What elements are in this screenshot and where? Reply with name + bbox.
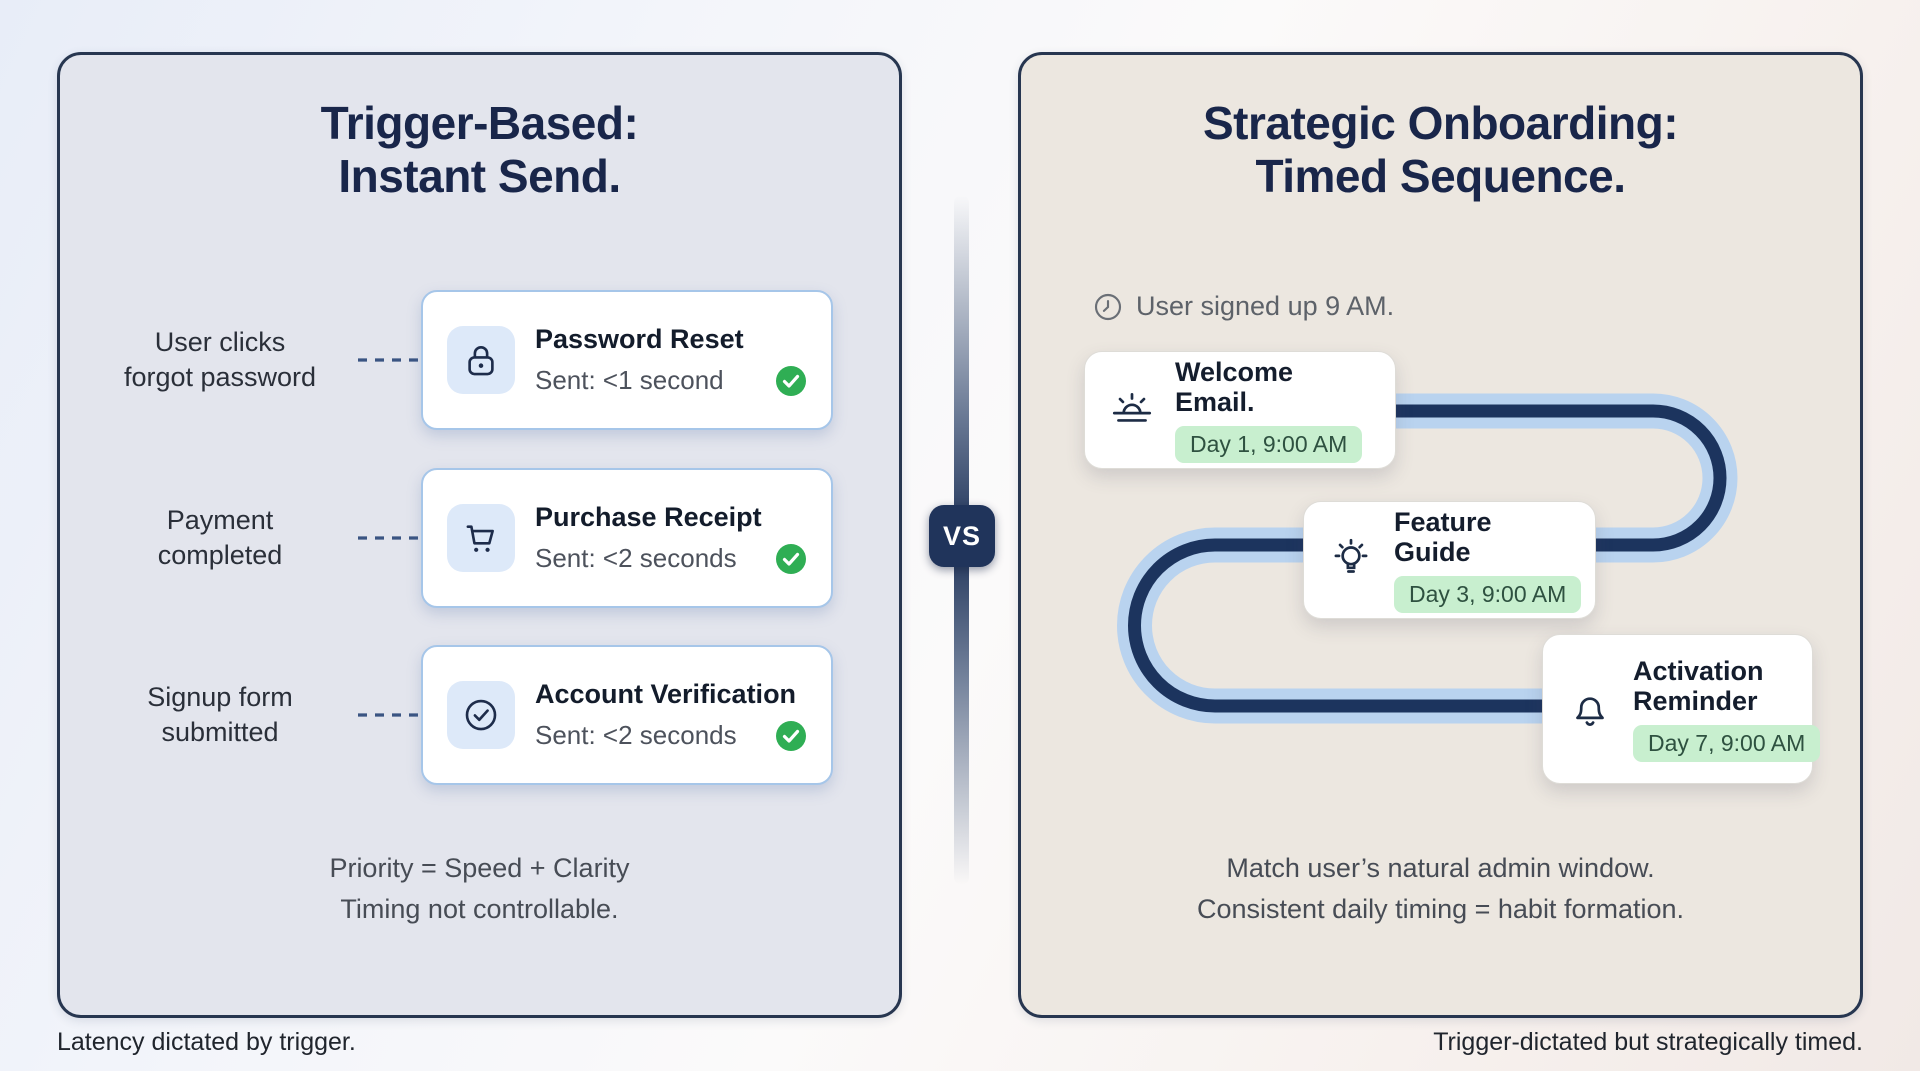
trigger-row-purchase-receipt: Payment completed Purchase Receipt [60,468,899,608]
sunrise-icon [1112,393,1152,422]
trigger-label-line1: Signup form [147,681,293,712]
email-card-title: Password Reset [535,323,744,354]
check-circle-icon [465,699,497,731]
status-row: Sent: <2 seconds [535,720,807,752]
right-title-line1: Strategic Onboarding: [1202,97,1679,149]
sent-status: Sent: <2 seconds [535,720,737,750]
success-check-icon [776,365,806,396]
icon-badge [447,504,515,572]
step-card-activation-reminder: Activation Reminder Day 7, 9:00 AM [1542,634,1821,784]
success-check-icon [776,543,806,574]
vs-badge: VS [929,505,995,567]
email-card-title: Account Verification [535,678,797,709]
step-title: Activation Reminder [1633,655,1764,716]
right-title-line2: Timed Sequence. [1255,150,1626,203]
right-panel-title: Strategic Onboarding: Timed Sequence. [1021,97,1860,204]
email-card-account-verification: Account Verification Sent: <2 seconds [421,645,833,785]
left-footer-caption: Latency dictated by trigger. [57,1028,356,1056]
card-main: Purchase Receipt Sent: <2 seconds [535,502,807,575]
step-icon-wrap [1326,535,1376,585]
step-card-welcome-email: Welcome Email. Day 1, 9:00 AM [1084,351,1396,469]
email-card-password-reset: Password Reset Sent: <1 second [421,290,833,430]
clock-wrap [1093,292,1123,322]
schedule-badge: Day 3, 9:00 AM [1394,576,1582,614]
left-title-line2: Instant Send. [338,150,621,203]
step-title: Welcome Email. [1175,356,1294,417]
card-main: Password Reset Sent: <1 second [535,324,807,397]
schedule-badge: Day 7, 9:00 AM [1633,725,1821,763]
step-main: Welcome Email. Day 1, 9:00 AM [1175,356,1373,464]
step-icon-wrap [1107,385,1157,435]
cart-icon [466,525,494,552]
email-card-title: Purchase Receipt [535,501,762,532]
lock-icon [468,346,494,376]
clock-icon [1094,293,1122,320]
right-footer-caption: Trigger-dictated but strategically timed… [1433,1028,1863,1056]
left-panel-title: Trigger-Based: Instant Send. [60,97,899,204]
left-title-line1: Trigger-Based: [320,97,639,149]
step-main: Activation Reminder Day 7, 9:00 AM [1633,655,1821,763]
step-title: Feature Guide [1394,506,1492,567]
sent-status: Sent: <1 second [535,365,724,395]
strategic-onboarding-panel: Strategic Onboarding: Timed Sequence. Us… [1018,52,1863,1018]
sent-status: Sent: <2 seconds [535,543,737,573]
trigger-based-panel: Trigger-Based: Instant Send. User clicks… [57,52,902,1018]
schedule-badge: Day 1, 9:00 AM [1175,426,1363,464]
right-summary-line1: Match user’s natural admin window. [1226,853,1655,883]
vs-label: VS [942,520,982,551]
left-panel-summary: Priority = Speed + Clarity Timing not co… [60,848,899,929]
bell-icon [1576,697,1604,726]
trigger-label: User clicks forgot password [88,325,352,395]
trigger-label: Payment completed [88,503,352,573]
trigger-label-line2: submitted [161,717,279,747]
trigger-label-line2: completed [157,540,283,570]
lightbulb-icon [1334,538,1368,573]
right-summary-line2: Consistent daily timing = habit formatio… [1197,893,1684,924]
icon-badge [447,326,515,394]
step-main: Feature Guide Day 3, 9:00 AM [1394,506,1582,614]
trigger-label-line1: Payment [166,504,274,535]
left-summary-line1: Priority = Speed + Clarity [329,853,630,883]
signup-note-text: User signed up 9 AM. [1136,291,1395,321]
trigger-row-password-reset: User clicks forgot password Password Res… [60,290,899,430]
email-card-purchase-receipt: Purchase Receipt Sent: <2 seconds [421,468,833,608]
trigger-label-line1: User clicks [154,326,286,357]
icon-badge [447,681,515,749]
step-icon-wrap [1565,684,1615,734]
trigger-label: Signup form submitted [88,680,352,750]
right-panel-summary: Match user’s natural admin window. Consi… [1021,848,1860,929]
card-main: Account Verification Sent: <2 seconds [535,679,807,752]
left-summary-line2: Timing not controllable. [340,893,619,924]
status-row: Sent: <1 second [535,365,807,397]
success-check-icon [776,720,806,751]
trigger-label-line2: forgot password [123,362,317,392]
step-card-feature-guide: Feature Guide Day 3, 9:00 AM [1303,501,1596,619]
signup-note: User signed up 9 AM. [1093,291,1394,322]
trigger-row-account-verification: Signup form submitted Account Verificati… [60,645,899,785]
status-row: Sent: <2 seconds [535,543,807,575]
timeline-path [1117,393,1738,724]
